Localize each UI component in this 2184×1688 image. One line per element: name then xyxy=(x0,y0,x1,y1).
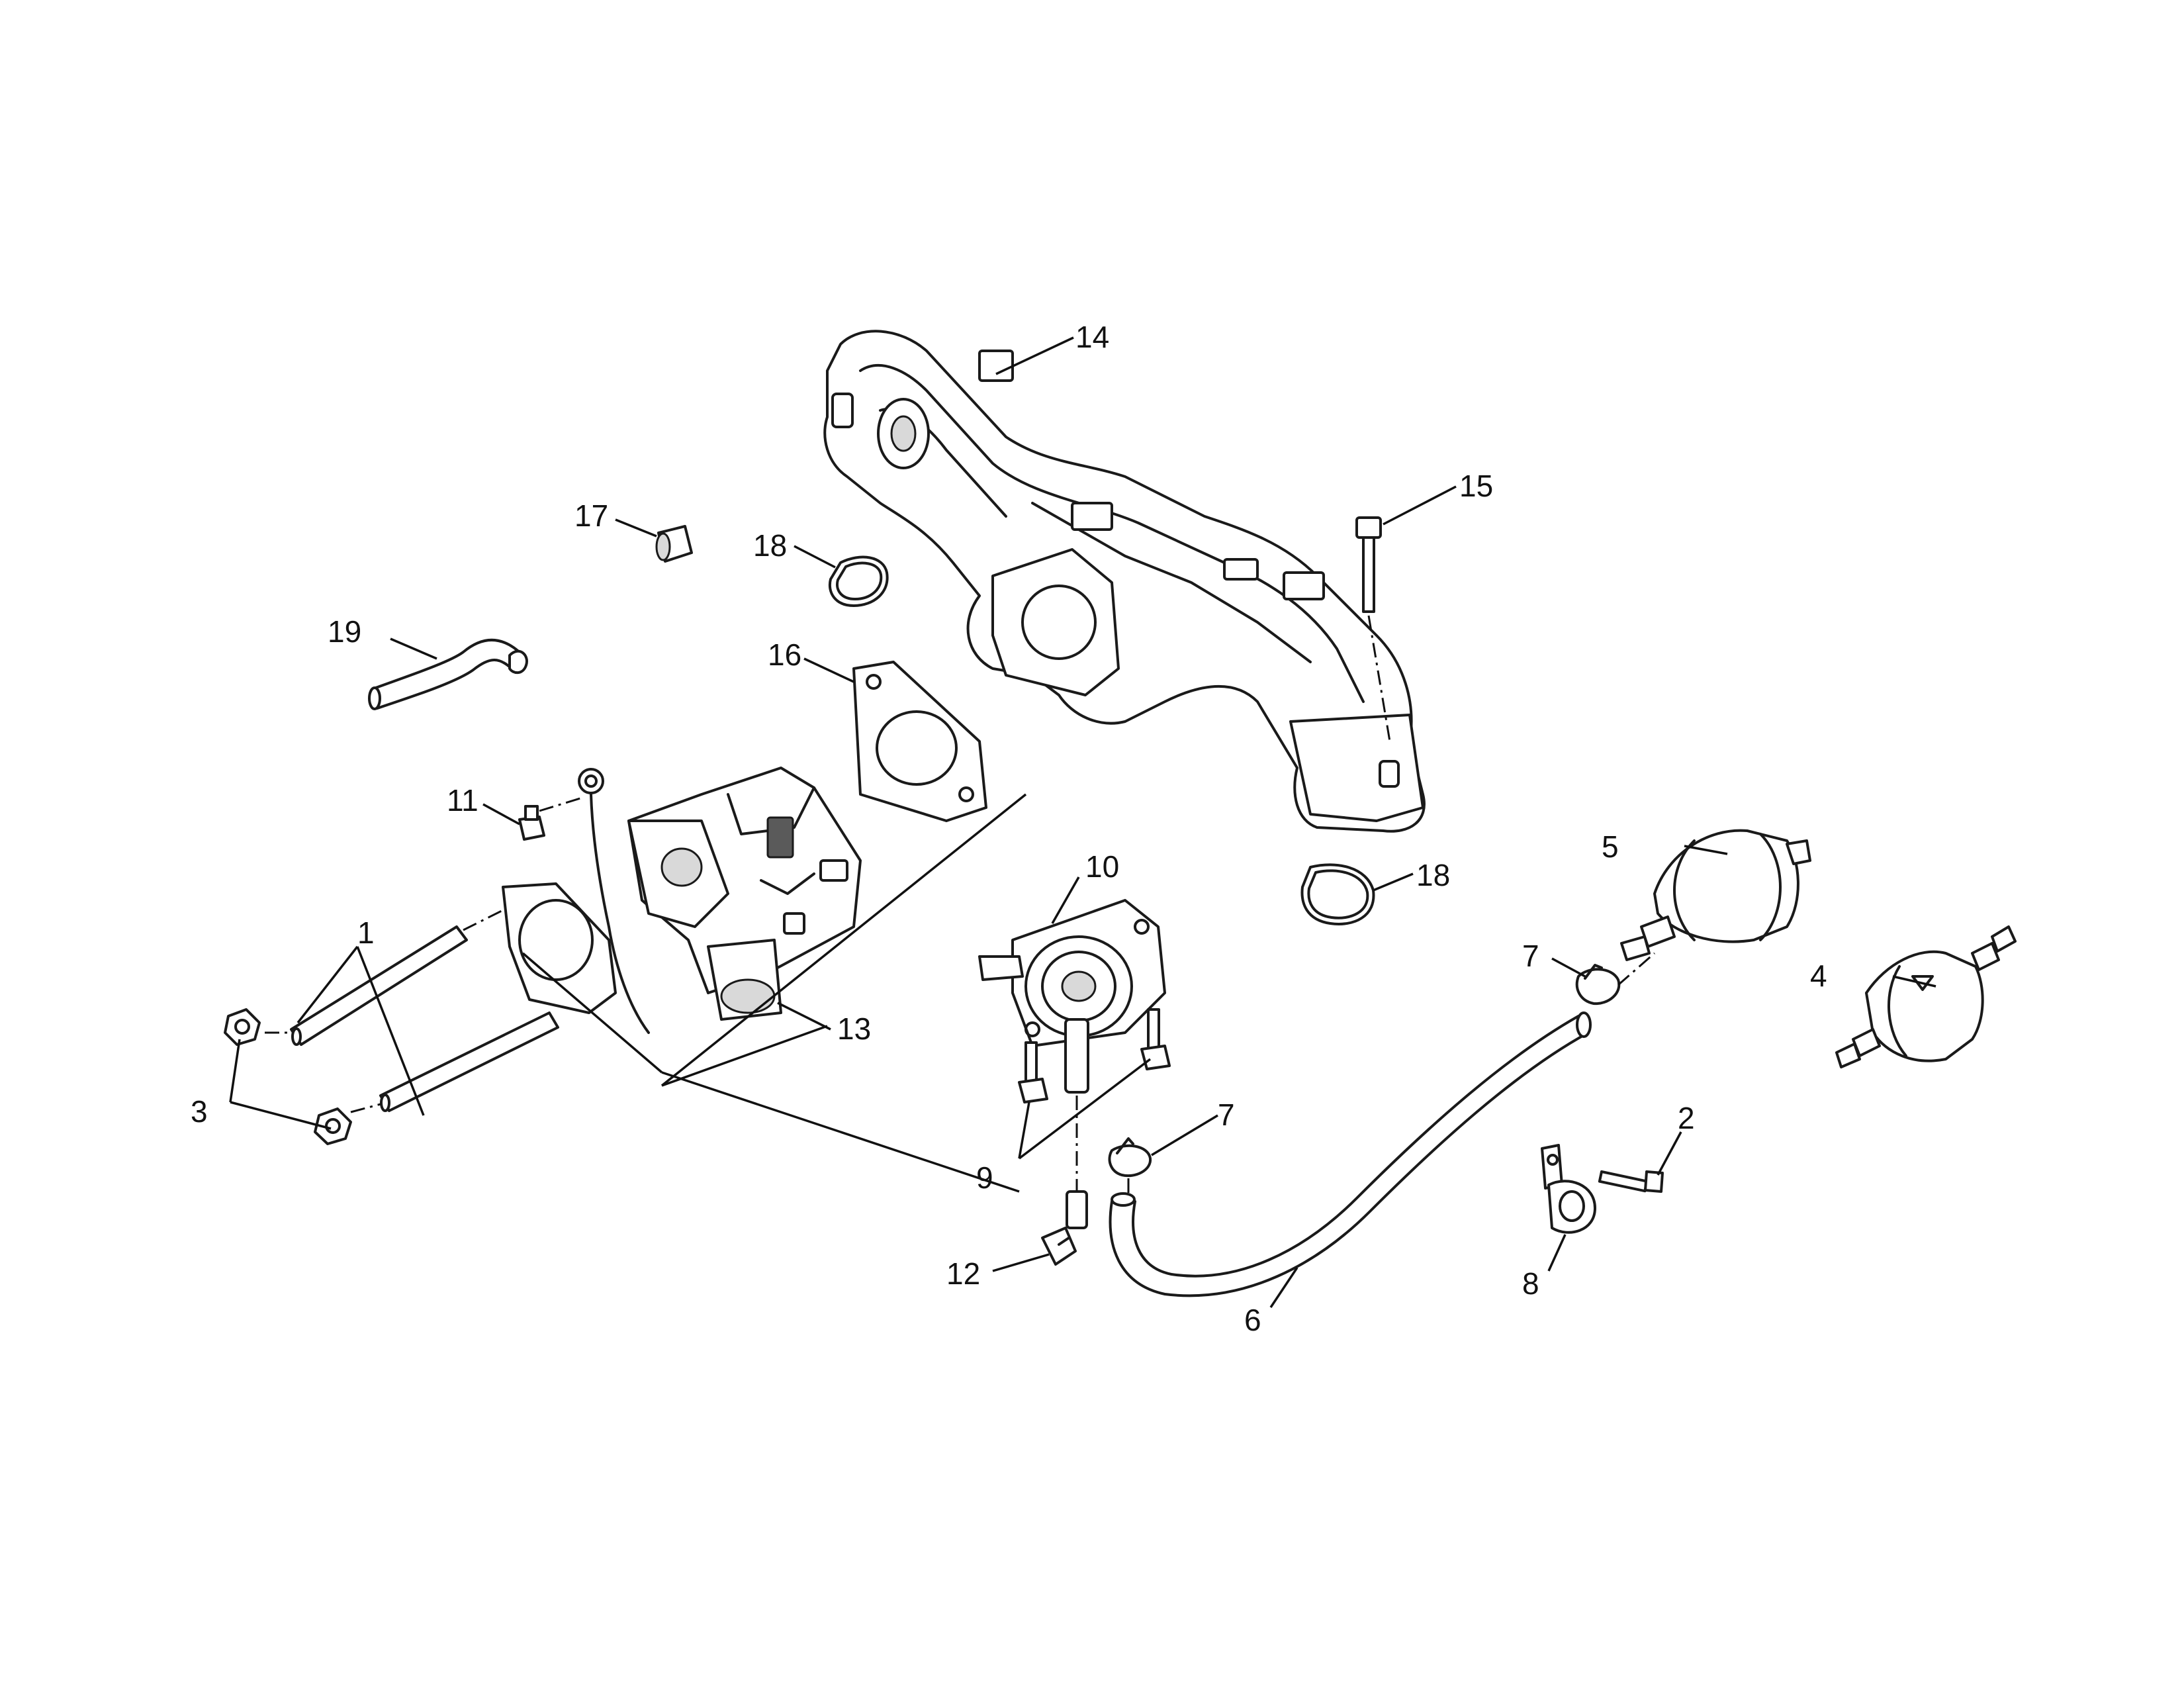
hose-clamp-upper xyxy=(1575,964,1621,1006)
carburetor-screw xyxy=(518,805,545,841)
callout-14: 14 xyxy=(1075,320,1109,354)
callout-2: 2 xyxy=(1678,1101,1695,1135)
hose-clamp-lower xyxy=(1108,1137,1152,1178)
nut-upper xyxy=(224,1008,261,1046)
fuel-filter-right xyxy=(1835,925,2017,1068)
manifold-bolt xyxy=(1355,516,1382,613)
nut-lower xyxy=(314,1107,352,1145)
callout-13: 13 xyxy=(837,1011,871,1046)
callout-10: 10 xyxy=(1085,849,1119,884)
carburetor-gasket xyxy=(852,661,987,822)
fuel-hose xyxy=(1109,1011,1592,1297)
gasket-lower xyxy=(1300,863,1375,925)
stud-upper xyxy=(290,925,468,1046)
callout-4: 4 xyxy=(1810,959,1827,993)
fuel-pump xyxy=(978,899,1166,1094)
callout-17: 17 xyxy=(574,498,608,533)
callout-3: 3 xyxy=(191,1094,208,1129)
pump-bolt-left xyxy=(1018,1041,1048,1103)
callout-11: 11 xyxy=(447,783,478,818)
fuel-filter-upper xyxy=(1620,829,1811,961)
pump-bolt-right xyxy=(1140,1008,1171,1070)
assembly-bracket-line xyxy=(522,952,663,1074)
gasket-upper xyxy=(828,555,889,607)
assembly-bracket xyxy=(661,1071,1020,1193)
callout-7-upper: 7 xyxy=(1522,939,1539,973)
callout-18-upper: 18 xyxy=(753,528,787,563)
hose-clip xyxy=(1541,1144,1596,1234)
callout-labels: 14 15 17 18 18 19 16 11 10 5 1 7 4 13 3 … xyxy=(191,320,1827,1337)
choke-link xyxy=(578,768,650,1034)
callout-19: 19 xyxy=(328,614,361,649)
callout-15: 15 xyxy=(1459,469,1493,503)
callout-16: 16 xyxy=(768,637,801,672)
carburetor-assembly xyxy=(502,767,862,1021)
callout-9: 9 xyxy=(976,1160,993,1195)
clip-screw xyxy=(1598,1170,1664,1193)
leader-lines xyxy=(229,336,1936,1308)
callout-18-lower: 18 xyxy=(1416,858,1450,892)
bushing xyxy=(655,525,693,563)
stud-lower xyxy=(379,1011,559,1112)
callout-7-lower: 7 xyxy=(1218,1098,1235,1132)
callout-5: 5 xyxy=(1602,829,1619,864)
callout-1: 1 xyxy=(357,915,375,950)
callout-8: 8 xyxy=(1522,1266,1539,1301)
intake-manifold xyxy=(823,330,1426,833)
breather-hose xyxy=(368,638,528,710)
callout-12: 12 xyxy=(946,1256,980,1291)
hose-fitting xyxy=(1041,1190,1088,1266)
callout-6: 6 xyxy=(1244,1303,1261,1337)
